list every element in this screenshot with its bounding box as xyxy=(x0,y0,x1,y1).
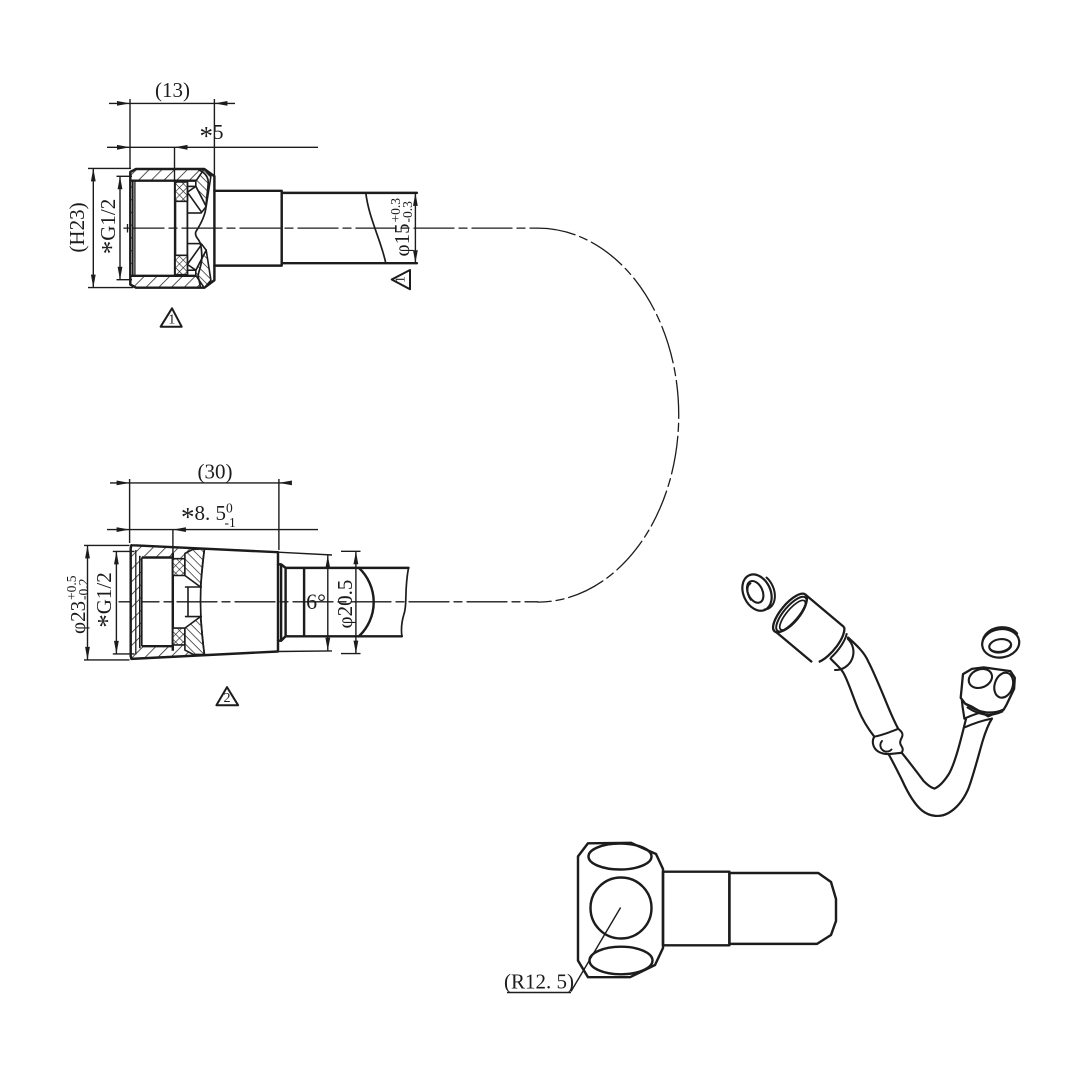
svg-text:6°: 6° xyxy=(306,589,326,614)
svg-text:+0.3: +0.3 xyxy=(388,198,403,223)
svg-text:0: 0 xyxy=(226,501,233,516)
svg-text:φ23: φ23 xyxy=(66,601,90,634)
svg-text:(H23): (H23) xyxy=(65,202,89,252)
svg-text:*8. 5: *8. 5 xyxy=(181,501,226,532)
svg-text:(R12. 5): (R12. 5) xyxy=(504,970,574,994)
svg-text:+0.5: +0.5 xyxy=(64,575,79,600)
svg-text:*G1/2: *G1/2 xyxy=(96,199,126,255)
svg-text:-1: -1 xyxy=(225,515,236,530)
svg-text:-0.3: -0.3 xyxy=(400,201,415,223)
svg-text:1: 1 xyxy=(394,276,409,283)
svg-text:-0.2: -0.2 xyxy=(76,579,91,600)
svg-text:φ20.5: φ20.5 xyxy=(333,580,357,629)
svg-text:2: 2 xyxy=(224,691,231,706)
svg-text:(13): (13) xyxy=(155,78,190,102)
svg-text:*5: *5 xyxy=(200,120,224,151)
svg-text:φ15: φ15 xyxy=(390,223,414,256)
svg-text:(30): (30) xyxy=(198,460,233,484)
svg-text:*G1/2: *G1/2 xyxy=(92,572,122,628)
svg-text:1: 1 xyxy=(168,313,175,328)
